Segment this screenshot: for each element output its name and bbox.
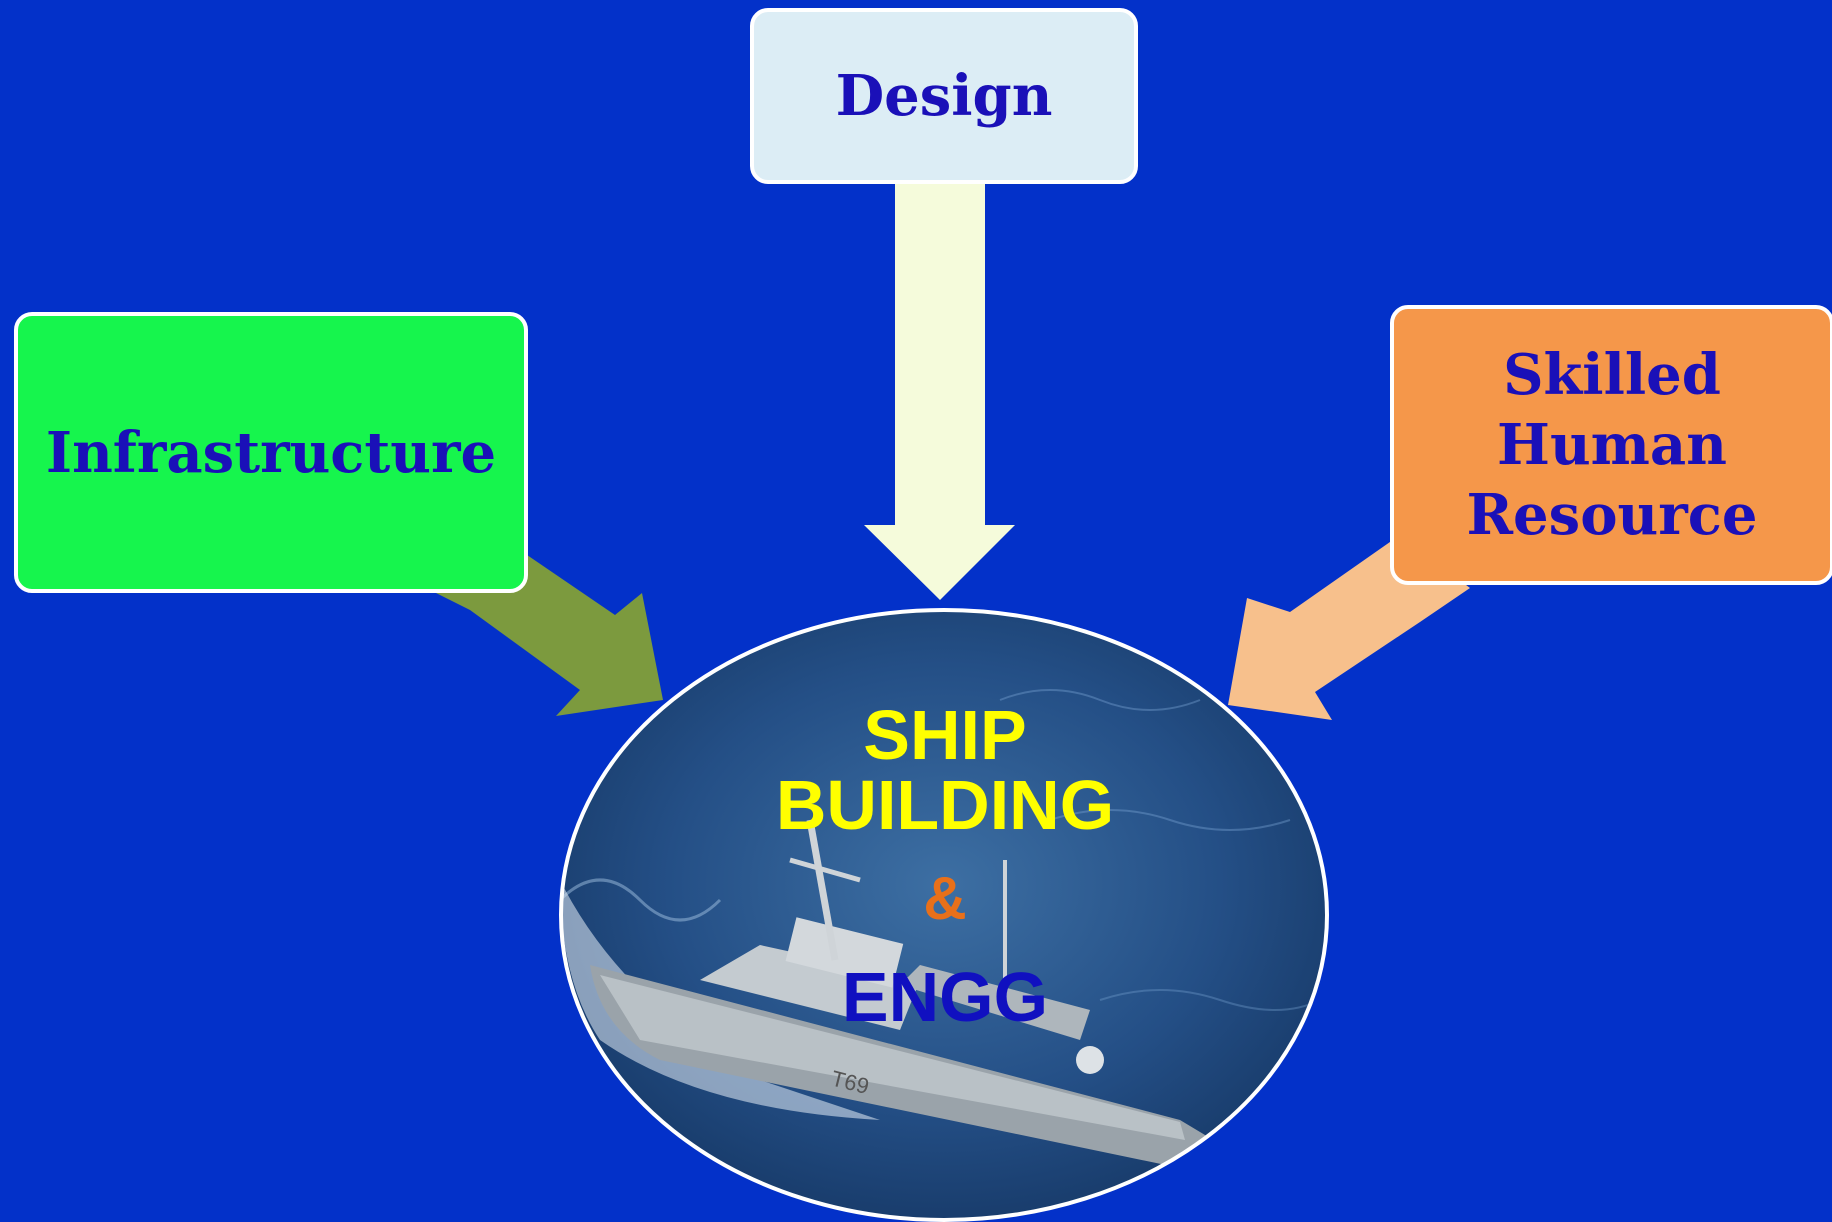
skilled-label-line-2: Human (1497, 412, 1727, 478)
design-box: Design (750, 8, 1138, 184)
ship-building-label: SHIP BUILDING & ENGG (700, 700, 1190, 1032)
design-label: Design (835, 63, 1053, 129)
skilled-label-line-3: Resource (1466, 482, 1758, 548)
ship-text: SHIP (863, 696, 1027, 774)
design-arrow (864, 184, 1015, 600)
skilled-label-line-1: Skilled (1503, 342, 1721, 408)
engg-text: ENGG (841, 958, 1049, 1036)
skilled-human-resource-box: Skilled Human Resource (1390, 305, 1832, 585)
ship-photo-oval: T69 (559, 608, 1329, 1222)
building-text: BUILDING (775, 766, 1115, 844)
infrastructure-box: Infrastructure (14, 312, 528, 593)
infrastructure-label: Infrastructure (45, 419, 497, 486)
ampersand-text: & (923, 865, 967, 932)
